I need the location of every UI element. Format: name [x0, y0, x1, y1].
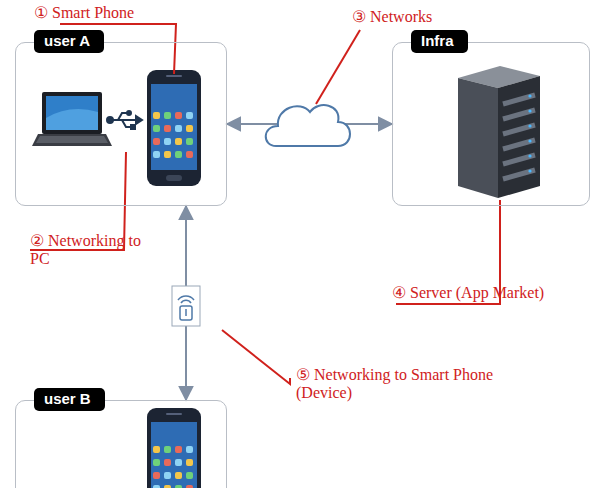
- leader-lines: [30, 24, 500, 384]
- smart-phone-icon: [147, 70, 201, 186]
- usb-symbol: [107, 111, 142, 129]
- user-box: Infra: [392, 42, 590, 206]
- smart-phone-icon: [147, 408, 201, 488]
- network-cloud: [266, 105, 350, 146]
- callout-label: ③ Networks: [352, 8, 552, 26]
- server-icon: [458, 66, 540, 198]
- nfc-icon: [172, 286, 200, 326]
- user-box: user B: [15, 400, 227, 488]
- callout-label: ② Networking to PC: [30, 232, 142, 268]
- callout-label: ① Smart Phone: [34, 4, 234, 22]
- laptop-icon: [32, 92, 112, 146]
- callout-label: ④ Server (App Market): [392, 284, 592, 302]
- box-heading: Infra: [411, 30, 468, 53]
- box-heading: user B: [34, 388, 105, 411]
- callout-label: ⑤ Networking to Smart Phone (Device): [296, 366, 496, 402]
- box-heading: user A: [34, 30, 104, 53]
- user-box: user A: [15, 42, 227, 206]
